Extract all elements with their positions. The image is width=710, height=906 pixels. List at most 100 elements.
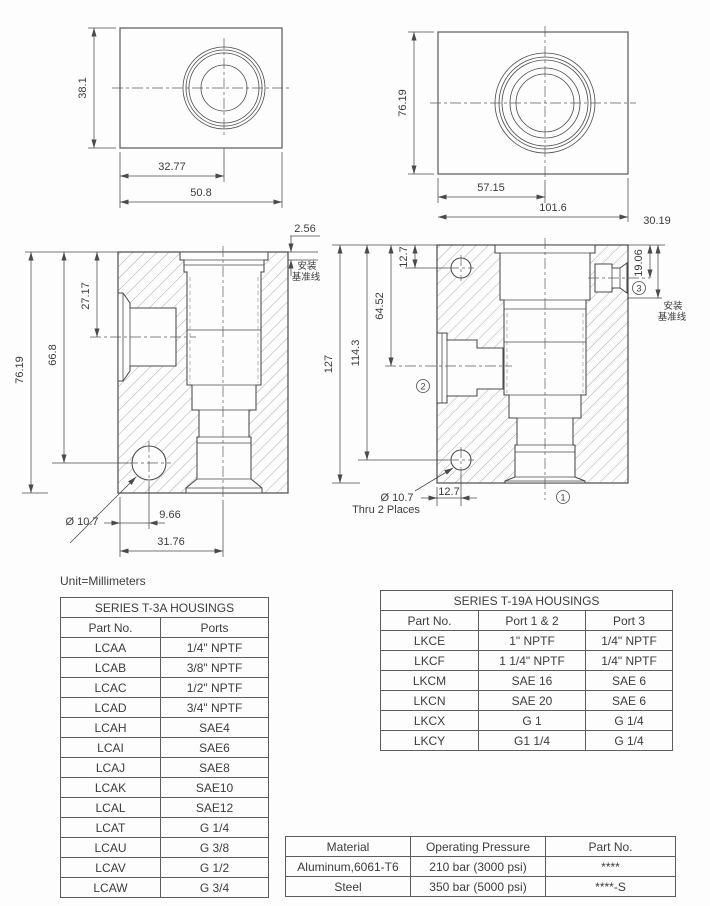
dim-t19a-hole-top-offset: 12.7 bbox=[398, 246, 410, 267]
dim-t19a-port2-depth: 64.52 bbox=[374, 292, 386, 320]
table-title-row: SERIES T-19A HOUSINGS bbox=[379, 590, 674, 611]
part-no-cell: LCAB bbox=[60, 657, 161, 678]
part-no-cell: LCAD bbox=[60, 697, 161, 718]
material-cell: Aluminum,6061-T6 bbox=[285, 856, 411, 877]
part-no-cell: LCAU bbox=[60, 837, 161, 858]
part-no-cell: LKCX bbox=[380, 710, 479, 731]
t3a-top-view: 38.1 32.77 50.8 bbox=[77, 27, 290, 208]
t19a-hole-note: Thru 2 Places bbox=[352, 504, 420, 516]
t3a-table-title: SERIES T-3A HOUSINGS bbox=[60, 597, 269, 618]
t3a-datum-note-line1: 安装 bbox=[297, 260, 317, 272]
port12-cell: 1" NPTF bbox=[478, 630, 586, 651]
t19a-header-port12: Port 1 & 2 bbox=[478, 610, 586, 631]
dim-t3a-hole-dia: Ø 10.7 bbox=[65, 516, 98, 528]
part-no-cell: LKCF bbox=[380, 650, 479, 671]
t19a-datum-note-line2: 基准线 bbox=[658, 311, 687, 323]
port3-cell: G 1/4 bbox=[584, 710, 674, 731]
dim-t19a-hole-side-offset: 12.7 bbox=[438, 486, 459, 498]
t19a-housings-table: SERIES T-19A HOUSINGS Part No. Port 1 & … bbox=[379, 590, 674, 751]
t19a-table-title: SERIES T-19A HOUSINGS bbox=[379, 590, 674, 611]
part-no-cell: LKCM bbox=[380, 670, 479, 691]
dim-t3a-overall-height: 76.19 bbox=[14, 356, 26, 384]
part-no-cell: LCAI bbox=[60, 737, 161, 758]
t19a-top-view: 76.19 57.15 101.6 bbox=[397, 26, 636, 222]
port12-cell: SAE 20 bbox=[478, 690, 586, 711]
part-no-cell: LCAL bbox=[60, 797, 161, 818]
table-header-row: Part No. Ports bbox=[60, 617, 269, 638]
port12-cell: SAE 16 bbox=[478, 670, 586, 691]
part-no-cell: LKCY bbox=[380, 730, 479, 751]
dim-t3a-datum-offset: 2.56 bbox=[294, 223, 315, 235]
dim-t19a-width: 101.6 bbox=[539, 202, 567, 214]
ports-cell: G 1/2 bbox=[160, 857, 269, 878]
dim-t3a-center-offset: 32.77 bbox=[158, 161, 186, 173]
ports-cell: SAE10 bbox=[160, 777, 269, 798]
dim-t3a-height: 38.1 bbox=[77, 77, 89, 98]
table-header-row: Material Operating Pressure Part No. bbox=[285, 836, 676, 857]
dim-t19a-overall-height: 127 bbox=[323, 355, 335, 373]
port-1-callout: 1 bbox=[560, 493, 565, 503]
pressure-cell: 350 bar (5000 psi) bbox=[410, 876, 546, 897]
t3a-housings-table: SERIES T-3A HOUSINGS Part No. Ports LCAA… bbox=[60, 597, 269, 898]
ports-cell: SAE12 bbox=[160, 797, 269, 818]
ports-cell: SAE4 bbox=[160, 717, 269, 738]
part-no-cell: **** bbox=[545, 856, 676, 877]
dim-t19a-height: 76.19 bbox=[397, 89, 409, 117]
port3-cell: G 1/4 bbox=[584, 730, 674, 751]
port-3-callout: 3 bbox=[636, 284, 641, 294]
port12-cell: G1 1/4 bbox=[478, 730, 586, 751]
dim-t19a-hole-dia: Ø 10.7 bbox=[380, 492, 413, 504]
t19a-header-part-no: Part No. bbox=[380, 610, 479, 631]
port12-cell: 1 1/4" NPTF bbox=[478, 650, 586, 671]
part-no-cell: LCAW bbox=[60, 877, 161, 898]
technical-drawing: 38.1 32.77 50.8 76.19 57.15 101.6 bbox=[14, 26, 687, 557]
t19a-section-view: 19.06 30.19 安装 基准线 3 2 1 12.7 64.52 114.… bbox=[323, 215, 687, 516]
part-no-cell: ****-S bbox=[545, 876, 676, 897]
port3-cell: 1/4" NPTF bbox=[584, 630, 674, 651]
t3a-section-view: 2.56 安装 基准线 27.17 66.8 76.19 9.66 31.76 … bbox=[14, 223, 321, 557]
ports-cell: G 1/4 bbox=[160, 817, 269, 838]
part-no-cell: LCAH bbox=[60, 717, 161, 738]
part-no-cell: LKCN bbox=[380, 690, 479, 711]
t19a-datum-note-line1: 安装 bbox=[663, 300, 683, 312]
part-no-cell: LCAC bbox=[60, 677, 161, 698]
t19a-header-port3: Port 3 bbox=[584, 610, 674, 631]
port-2-callout: 2 bbox=[420, 382, 425, 392]
t3a-header-ports: Ports bbox=[160, 617, 269, 638]
dim-t19a-center-offset: 57.15 bbox=[477, 182, 505, 194]
t3a-header-part-no: Part No. bbox=[60, 617, 161, 638]
part-no-cell: LCAT bbox=[60, 817, 161, 838]
part-no-cell: LKCE bbox=[380, 630, 479, 651]
part-no-cell: LCAA bbox=[60, 637, 161, 658]
dim-t19a-port3-depth: 19.06 bbox=[633, 249, 645, 277]
ports-cell: 1/4" NPTF bbox=[160, 637, 269, 658]
materials-header-pressure: Operating Pressure bbox=[410, 836, 546, 857]
ports-cell: 1/2" NPTF bbox=[160, 677, 269, 698]
ports-cell: SAE8 bbox=[160, 757, 269, 778]
part-no-cell: LCAJ bbox=[60, 757, 161, 778]
part-no-cell: LCAV bbox=[60, 857, 161, 878]
ports-cell: 3/8" NPTF bbox=[160, 657, 269, 678]
dim-t19a-datum-depth: 30.19 bbox=[643, 215, 671, 227]
table-header-row: Part No. Port 1 & 2 Port 3 bbox=[380, 610, 674, 631]
dim-t3a-hole-depth: 66.8 bbox=[47, 344, 59, 365]
port3-cell: SAE 6 bbox=[584, 670, 674, 691]
dim-t19a-hole-bottom-depth: 114.3 bbox=[350, 340, 362, 367]
